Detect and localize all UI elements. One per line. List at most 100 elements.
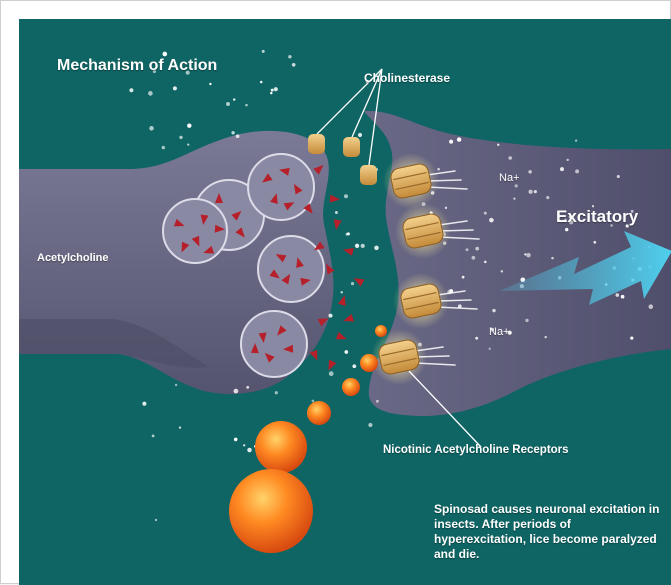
ion-dot bbox=[492, 308, 496, 313]
acetylcholine-particle bbox=[235, 227, 245, 238]
receptor-seam bbox=[407, 231, 441, 241]
ion-dot bbox=[565, 227, 569, 232]
ion-dot bbox=[233, 98, 236, 101]
cholinesterase-enzyme bbox=[343, 137, 360, 157]
acetylcholine-particle bbox=[191, 235, 200, 247]
acetylcholine-particle bbox=[343, 248, 354, 256]
ion-dot bbox=[471, 255, 476, 260]
acetylcholine-particle bbox=[338, 295, 346, 306]
ion-dot bbox=[350, 282, 355, 286]
nicotinic-receptors bbox=[371, 153, 480, 385]
ion-dot bbox=[161, 145, 165, 150]
spinosad-sphere bbox=[360, 354, 378, 372]
ion-dot bbox=[566, 158, 569, 162]
ion-dot bbox=[610, 224, 613, 227]
ion-dot bbox=[514, 184, 518, 188]
ion-streak bbox=[414, 355, 450, 358]
ion-dot bbox=[524, 253, 527, 256]
ion-dot bbox=[149, 126, 154, 131]
ion-dot bbox=[456, 137, 462, 142]
acetylcholine-particle bbox=[250, 343, 259, 354]
receptor-seam bbox=[381, 347, 415, 357]
receptor bbox=[400, 283, 442, 319]
ion-streak bbox=[426, 170, 456, 176]
ion-dot bbox=[311, 399, 315, 403]
acetylcholine-particle bbox=[275, 254, 287, 263]
acetylcholine-particle bbox=[231, 210, 242, 221]
ion-dot bbox=[484, 260, 487, 264]
ion-dot bbox=[508, 156, 512, 160]
acetylcholine-particle bbox=[303, 203, 313, 214]
excitatory-arrow bbox=[499, 231, 671, 305]
acetylcholine-particle bbox=[173, 218, 185, 227]
receptor-seam bbox=[383, 357, 417, 367]
ion-dot bbox=[483, 211, 487, 215]
ion-dot bbox=[374, 245, 379, 251]
ion-dot bbox=[162, 51, 168, 57]
ion-dot bbox=[345, 232, 349, 236]
ion-dot bbox=[151, 434, 155, 438]
acetylcholine-particle bbox=[215, 193, 223, 203]
ion-dot bbox=[564, 218, 567, 221]
ion-dot bbox=[376, 399, 379, 403]
ion-dot bbox=[328, 313, 333, 318]
receptor-seam bbox=[395, 181, 429, 191]
ion-dot bbox=[457, 304, 462, 309]
acetylcholine-particle bbox=[314, 241, 325, 251]
cholinesterase-enzyme bbox=[360, 165, 377, 185]
spinosad-sphere bbox=[342, 378, 360, 396]
ion-dot bbox=[172, 86, 177, 91]
acetylcholine-particle bbox=[328, 359, 337, 371]
ion-dot bbox=[568, 220, 574, 225]
cholinesterase-enzymes bbox=[308, 134, 377, 185]
receptor bbox=[390, 163, 432, 199]
spinosad-sphere bbox=[229, 469, 313, 553]
ion-dot bbox=[544, 335, 547, 339]
acetylcholine-particle bbox=[214, 224, 225, 233]
acetylcholine-particles bbox=[173, 164, 365, 371]
sodium-label-top: Na+ bbox=[499, 172, 520, 184]
spinosad-sphere bbox=[375, 325, 387, 337]
pointer-line bbox=[351, 68, 383, 138]
acetylcholine-particle bbox=[281, 273, 291, 285]
ion-dot bbox=[354, 243, 360, 248]
ion-dot bbox=[615, 293, 620, 297]
acetylcholine-particle bbox=[353, 278, 365, 287]
ion-streak bbox=[436, 306, 478, 310]
ion-dot bbox=[574, 139, 578, 142]
ion-dot bbox=[560, 167, 564, 172]
ion-streak bbox=[426, 186, 468, 190]
receptor bbox=[378, 339, 420, 375]
acetylcholine-particle bbox=[335, 331, 347, 340]
cholinesterase-enzyme bbox=[308, 134, 325, 154]
ion-dot bbox=[500, 270, 504, 273]
ion-dot bbox=[368, 422, 373, 428]
ion-streak bbox=[436, 290, 466, 296]
ion-dot bbox=[648, 304, 654, 310]
excitatory-label: Excitatory bbox=[556, 207, 639, 226]
ion-dot bbox=[185, 70, 190, 75]
acetylcholine-label: Acetylcholine bbox=[37, 252, 109, 264]
ion-dot bbox=[461, 275, 465, 279]
ion-dot bbox=[154, 518, 158, 522]
ion-dot bbox=[525, 318, 529, 323]
acetylcholine-particle bbox=[258, 332, 267, 343]
ion-dot bbox=[235, 134, 240, 139]
ion-dot bbox=[357, 132, 363, 138]
ion-dot bbox=[233, 388, 239, 394]
ion-streak bbox=[414, 346, 444, 352]
ion-dot bbox=[546, 196, 550, 200]
ion-dot bbox=[449, 139, 454, 144]
caption-text: Spinosad causes neuronal excitation in i… bbox=[434, 502, 660, 561]
ion-streak bbox=[426, 179, 462, 182]
ion-dot bbox=[475, 336, 479, 340]
receptor-pointer-line bbox=[408, 370, 482, 448]
ion-dot bbox=[179, 135, 183, 140]
acetylcholine-particle bbox=[181, 241, 190, 253]
ion-dot bbox=[620, 294, 625, 299]
ion-dot bbox=[437, 167, 440, 171]
ion-dot bbox=[488, 347, 491, 350]
cholinesterase-pointers bbox=[316, 68, 383, 166]
receptor-seam bbox=[393, 171, 427, 181]
ion-dot bbox=[261, 49, 265, 53]
